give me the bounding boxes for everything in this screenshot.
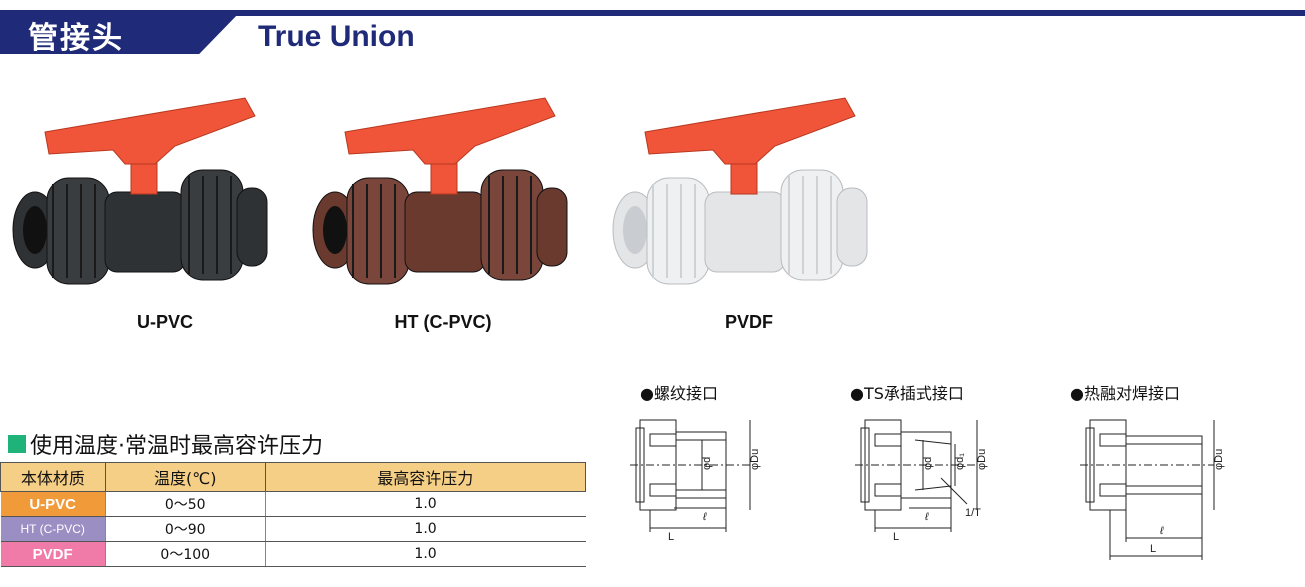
diagram-socket: φd φd₁ φDu ℓ L 1/T — [855, 400, 1005, 550]
pipe-bore — [623, 206, 647, 254]
cell-temp: 0〜100 — [104, 541, 266, 567]
pipe-end-right — [236, 187, 268, 267]
dim-d1: φd₁ — [954, 453, 966, 470]
dim-d: φd — [701, 457, 713, 470]
dim-L: L — [1150, 543, 1156, 555]
header-pressure: 最高容许压力 — [264, 462, 587, 492]
product-image-ht — [305, 80, 575, 310]
pipe-end-right — [836, 187, 868, 267]
dim-l: ℓ — [702, 511, 707, 523]
cell-temp: 0〜50 — [104, 491, 266, 517]
diagram-title-threaded: ●螺纹接口 — [640, 384, 718, 403]
dim-L: L — [668, 531, 674, 543]
pipe-bore — [23, 206, 47, 254]
valve-handle — [644, 97, 856, 165]
valve-handle — [44, 97, 256, 165]
header-material: 本体材质 — [0, 462, 106, 492]
table-row: U-PVC 0〜50 1.0 — [0, 491, 586, 517]
union-nut-left — [646, 177, 710, 285]
diagram-title-socket: ●TS承插式接口 — [850, 384, 964, 403]
table-row: HT (C-PVC) 0〜90 1.0 — [0, 516, 586, 542]
dim-du: φDu — [1213, 449, 1225, 470]
dim-taper: 1/T — [965, 507, 981, 519]
dim-l: ℓ — [924, 511, 929, 523]
cell-material: HT (C-PVC) — [0, 516, 106, 542]
union-nut-right — [480, 169, 544, 281]
cell-pressure: 1.0 — [264, 516, 586, 542]
product-label-upvc: U-PVC — [136, 312, 193, 332]
pipe-end-right — [536, 187, 568, 267]
header-tab — [0, 12, 240, 54]
product-label-ht: HT (C-PVC) — [394, 312, 492, 332]
table-header-row: 本体材质 温度(℃) 最高容许压力 — [0, 462, 587, 492]
green-square-icon — [8, 435, 26, 453]
union-nut-left — [346, 177, 410, 285]
valve-handle — [344, 97, 556, 165]
table-row: PVDF 0〜100 1.0 — [0, 541, 586, 567]
section-title: 使用温度·常温时最高容许压力 — [8, 428, 323, 460]
product-image-upvc — [5, 80, 275, 310]
product-label-pvdf: PVDF — [724, 312, 773, 332]
page-title-en: True Union — [258, 20, 415, 53]
spec-table: 本体材质 温度(℃) 最高容许压力 U-PVC 0〜50 1.0 HT (C-P… — [0, 462, 587, 567]
header-rule — [0, 10, 1305, 16]
dim-du: φDu — [976, 449, 988, 470]
diagram-title-fusion: ●热融对焊接口 — [1070, 384, 1180, 403]
dim-du: φDu — [749, 449, 761, 470]
dim-d: φd — [922, 457, 934, 470]
diagram-threaded: φd φDu ℓ L — [630, 400, 770, 550]
page-title-cn: 管接头 — [28, 21, 124, 56]
dim-l: ℓ — [1159, 525, 1164, 537]
dim-L: L — [893, 531, 899, 543]
union-nut-right — [780, 169, 844, 281]
product-image-pvdf — [605, 80, 875, 310]
cell-pressure: 1.0 — [264, 541, 586, 567]
cell-pressure: 1.0 — [264, 491, 586, 517]
cell-temp: 0〜90 — [104, 516, 266, 542]
section-title-text: 使用温度·常温时最高容许压力 — [30, 434, 323, 459]
valve-body — [104, 191, 186, 273]
header-temp: 温度(℃) — [104, 462, 266, 492]
union-nut-left — [46, 177, 110, 285]
valve-body — [404, 191, 486, 273]
union-nut-right — [180, 169, 244, 281]
diagram-fusion: φDu ℓ L — [1080, 400, 1230, 565]
valve-body — [704, 191, 786, 273]
cell-material: U-PVC — [0, 491, 106, 517]
pipe-bore — [323, 206, 347, 254]
cell-material: PVDF — [0, 541, 106, 567]
